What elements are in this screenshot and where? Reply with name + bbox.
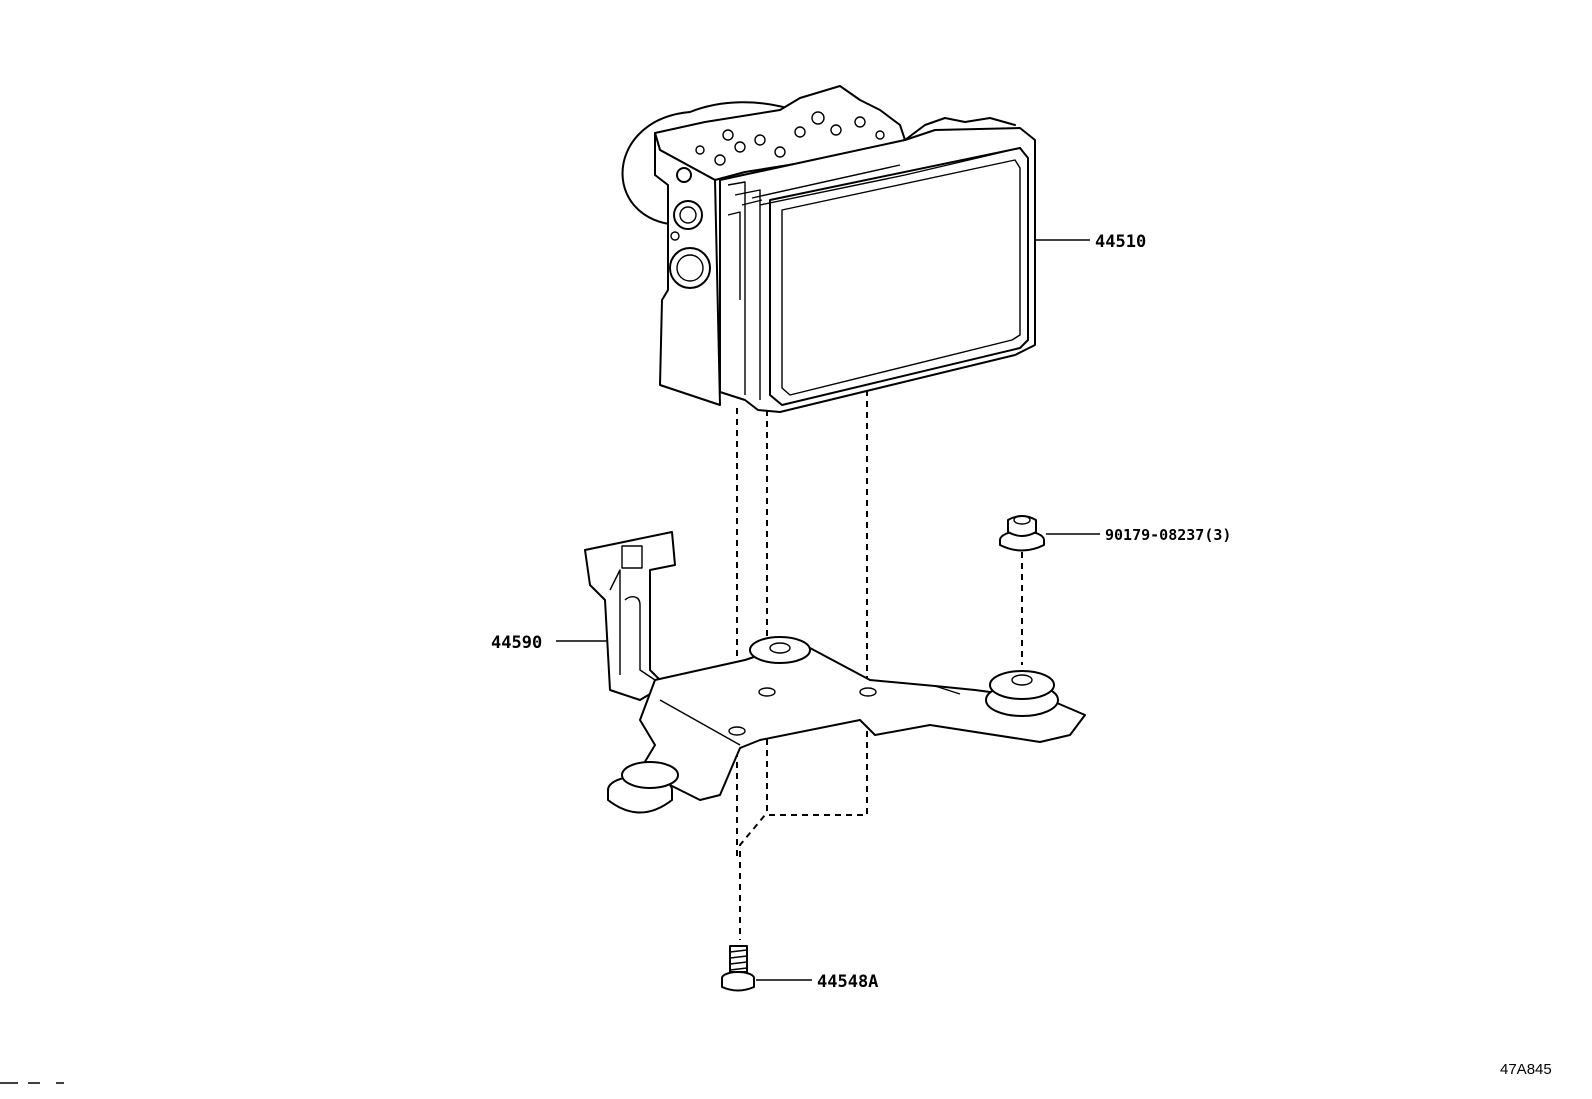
mount-nut[interactable] — [999, 515, 1045, 552]
actuator-bracket[interactable] — [584, 531, 1086, 814]
mount-bolt[interactable] — [721, 945, 755, 992]
illustration-reference: 47A845 — [1500, 1061, 1552, 1078]
callout-44510: 44510 — [1095, 232, 1146, 252]
callout-44590: 44590 — [491, 633, 542, 653]
callout-44548A: 44548A — [817, 972, 878, 992]
actuator-assembly[interactable] — [621, 85, 1036, 413]
rubber-mount-right — [985, 670, 1059, 717]
rubber-mount-rear-left — [749, 636, 811, 664]
rubber-mount-front-left — [607, 761, 679, 814]
callout-90179-08237: 90179-08237(3) — [1105, 526, 1231, 544]
